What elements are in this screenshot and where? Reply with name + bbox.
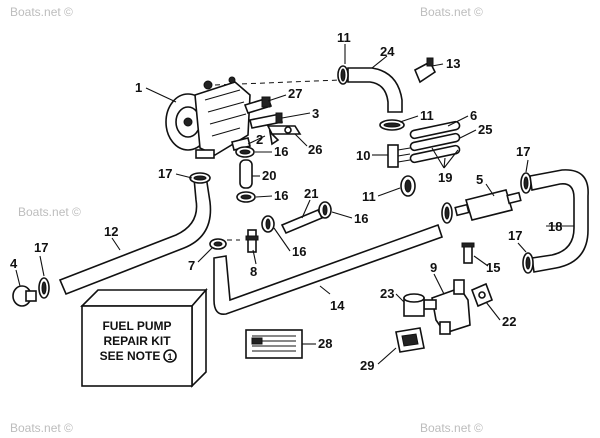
clamp-16-b (236, 191, 256, 203)
callout-1: 1 (135, 80, 142, 95)
callout-20: 20 (262, 168, 276, 183)
elbow-hose-24 (347, 67, 403, 113)
callout-16-d: 16 (292, 244, 306, 259)
watermark-top-left: Boats.net © (10, 5, 73, 19)
callout-16-c: 16 (354, 211, 368, 226)
clamp-17-hose-18 (522, 252, 534, 274)
clamp-17-left (38, 277, 50, 299)
callout-13: 13 (446, 56, 460, 71)
gasket-22 (470, 282, 494, 308)
callout-10: 10 (356, 148, 370, 163)
clamp-16-a (235, 146, 255, 158)
callout-5: 5 (476, 172, 483, 187)
callout-17-a: 17 (158, 166, 172, 181)
callout-29: 29 (360, 358, 374, 373)
decal-28 (245, 329, 303, 359)
callout-16-b: 16 (274, 188, 288, 203)
clamp-16-d (261, 215, 275, 233)
screw-15 (461, 242, 475, 264)
callout-11-c: 11 (362, 189, 376, 204)
callout-17-d: 17 (508, 228, 522, 243)
fuel-pump (165, 76, 251, 159)
kit-box-note-number: 1 (167, 352, 172, 362)
clamp-17-upper-left (189, 172, 211, 184)
callout-2: 2 (256, 132, 263, 147)
callout-15: 15 (486, 260, 500, 275)
fitting-9 (423, 279, 471, 335)
callout-8: 8 (250, 264, 257, 279)
callout-6: 6 (470, 108, 477, 123)
connector-13 (413, 57, 437, 84)
callout-11-a: 11 (337, 30, 351, 45)
callout-11-b: 11 (420, 108, 434, 123)
callout-27: 27 (288, 86, 302, 101)
callout-3: 3 (312, 106, 319, 121)
fitting-27 (243, 96, 273, 114)
callout-24: 24 (380, 44, 395, 59)
callout-4: 4 (10, 256, 18, 271)
callout-26: 26 (308, 142, 322, 157)
boot-29 (395, 327, 425, 353)
hose-21 (280, 208, 324, 235)
clamp-11-lower (400, 175, 416, 197)
clamp-11-top (337, 65, 349, 85)
fitting-8 (245, 229, 259, 253)
callout-28: 28 (318, 336, 332, 351)
callout-25: 25 (478, 122, 492, 137)
hose-12 (58, 175, 212, 296)
callout-17-b: 17 (34, 240, 48, 255)
hose-20 (239, 159, 253, 189)
kit-box-line-1: FUEL PUMP (102, 319, 171, 333)
watermark-bottom-right: Boats.net © (420, 421, 483, 435)
clamp-17-filter-right (520, 172, 532, 194)
grommet-23 (403, 293, 425, 317)
clamp-7 (209, 238, 227, 250)
fuel-filter-5 (454, 189, 522, 221)
bracket-26 (266, 125, 302, 146)
callout-9: 9 (430, 260, 437, 275)
filter-4 (12, 285, 37, 307)
watermark-bottom-left: Boats.net © (10, 421, 73, 435)
watermark-top-right: Boats.net © (420, 5, 483, 19)
fuel-pump-repair-kit-box: FUEL PUMP REPAIR KIT SEE NOTE 1 (80, 287, 208, 388)
kit-box-line-2: REPAIR KIT (103, 334, 171, 348)
callout-17-c: 17 (516, 144, 530, 159)
callout-18: 18 (548, 219, 562, 234)
callout-22: 22 (502, 314, 516, 329)
watermark-mid-left: Boats.net © (18, 205, 81, 219)
connector-10 (387, 144, 411, 168)
callout-23: 23 (380, 286, 394, 301)
hose-14 (213, 223, 444, 316)
callout-16-a: 16 (274, 144, 288, 159)
clamp-17-filter-left (441, 202, 453, 224)
callout-14: 14 (330, 298, 345, 313)
callout-19: 19 (438, 170, 452, 185)
clamp-16-c (318, 201, 332, 219)
clamp-11-mid (379, 119, 405, 131)
callout-21: 21 (304, 186, 318, 201)
callout-12: 12 (104, 224, 118, 239)
callout-7: 7 (188, 258, 195, 273)
kit-box-line-3: SEE NOTE (100, 349, 161, 363)
